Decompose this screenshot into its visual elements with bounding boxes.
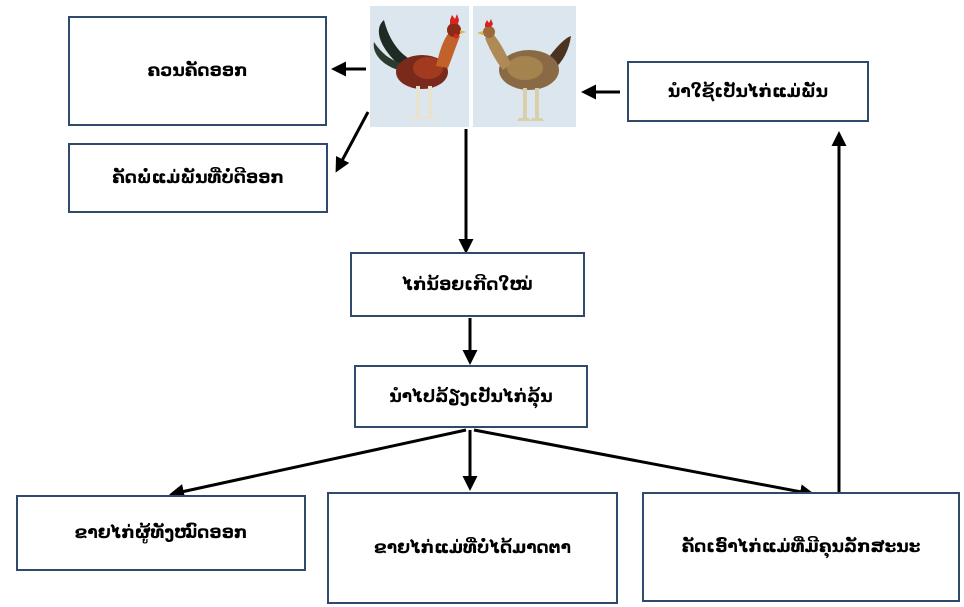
- label-sell-substandard-hens: ຂາຍໄກ່ແມ່ທີ່ບໍ່ໄດ້ມາດຕາ: [374, 538, 571, 558]
- box-newborn-chicks: ໄກ່ນ້ອຍເກີດໃໝ່: [350, 252, 585, 317]
- label-select-quality-hens: ຄັດເອົາໄກ່ແມ່ທີ່ມີຄຸນລັກສະນະ: [681, 537, 921, 557]
- hen-photo: [473, 6, 576, 127]
- arrow-to-poor-breeders: [335, 111, 370, 173]
- box-use-as-breeder-hens: ນໍາໃຊ້ເປັນໄກ່ແມ່ພັນ: [627, 61, 869, 122]
- label-use-as-breeder-hens: ນໍາໃຊ້ເປັນໄກ່ແມ່ພັນ: [667, 81, 829, 102]
- arrow-to-select-quality: [473, 428, 815, 500]
- rooster-photo: [370, 6, 469, 127]
- label-newborn-chicks: ໄກ່ນ້ອຍເກີດໃໝ່: [402, 274, 533, 295]
- box-sell-all-males: ຂາຍໄກ່ຜູ້ທັງໝົດອອກ: [16, 495, 306, 571]
- label-cull-out: ຄວນຄັດອອກ: [147, 61, 248, 81]
- arrow-to-sell-males: [169, 428, 467, 499]
- box-select-quality-hens: ຄັດເອົາໄກ່ແມ່ທີ່ມີຄຸນລັກສະນະ: [642, 492, 960, 602]
- box-sell-substandard-hens: ຂາຍໄກ່ແມ່ທີ່ບໍ່ໄດ້ມາດຕາ: [327, 492, 618, 604]
- box-raise-as-pullets: ນໍາໄປລ້ຽງເປັນໄກ່ລຸ້ນ: [354, 365, 588, 428]
- label-sell-all-males: ຂາຍໄກ່ຜູ້ທັງໝົດອອກ: [74, 523, 248, 543]
- label-select-poor-breeders: ຄັດພໍ່ແມ່ພັນທີ່ບໍ່ດີອອກ: [112, 168, 284, 188]
- box-cull-out: ຄວນຄັດອອກ: [68, 16, 327, 126]
- box-select-poor-breeders: ຄັດພໍ່ແມ່ພັນທີ່ບໍ່ດີອອກ: [68, 143, 328, 213]
- label-raise-as-pullets: ນໍາໄປລ້ຽງເປັນໄກ່ລຸ້ນ: [389, 386, 553, 407]
